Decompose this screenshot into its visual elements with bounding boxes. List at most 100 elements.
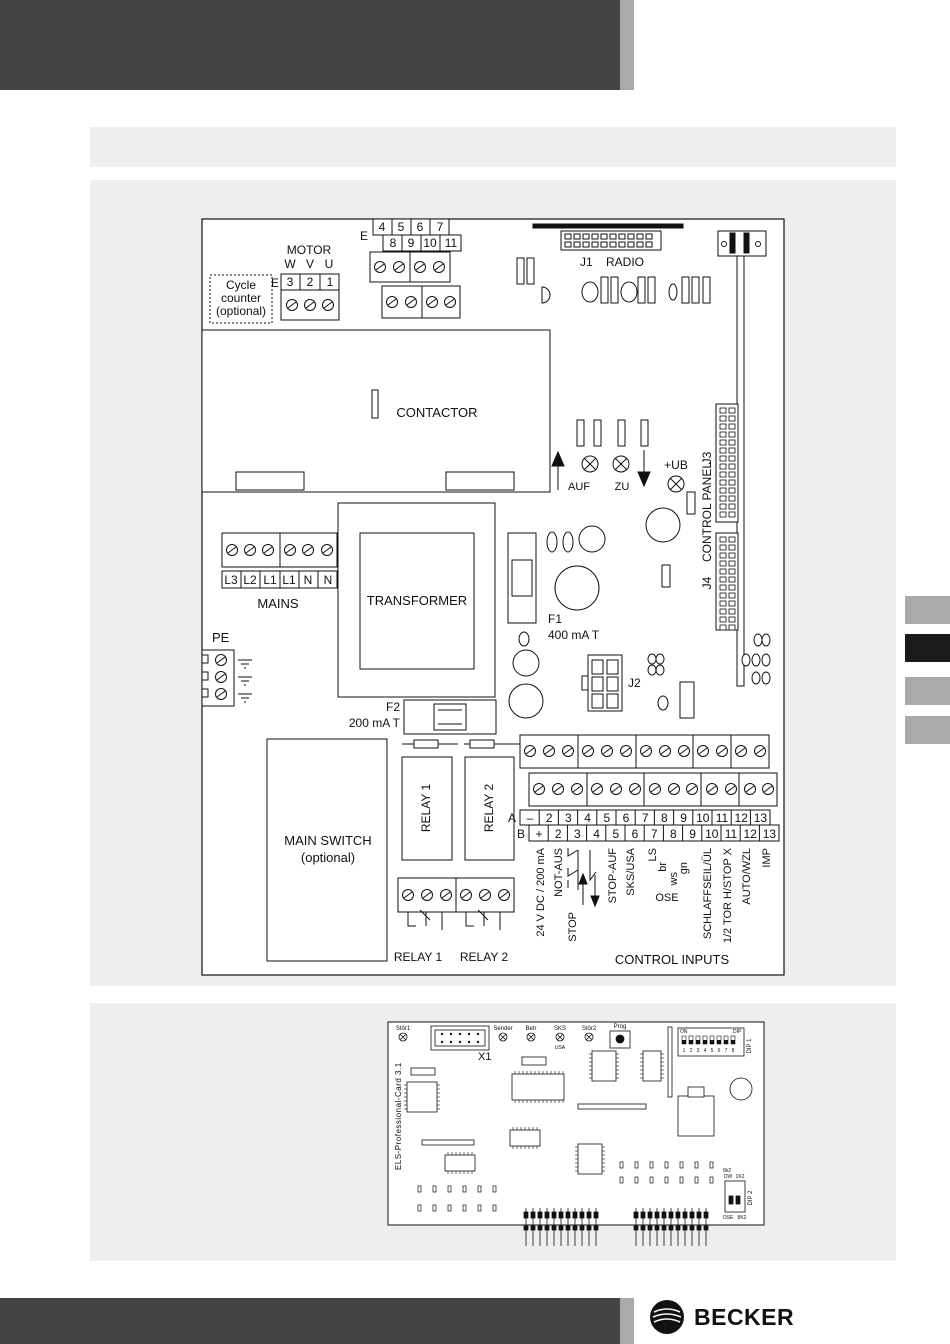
dip2-1k2: 1K2 [736,1174,745,1180]
prog-label: Prog [614,1024,627,1030]
dip1-number: 4 [704,1048,707,1054]
fuse-f2 [403,699,497,735]
right-header-connector [717,230,767,687]
j3-pin [728,503,736,510]
j4-pin [728,536,736,543]
header-pin-collar [647,1225,653,1231]
header-pin-collar [530,1225,536,1231]
chapter-tab-3[interactable] [905,677,950,705]
input-label-schlaffseil: SCHLAFFSEIL/ÜL [702,848,714,939]
f1-rating: 400 mA T [548,628,600,642]
card-pad [417,1204,422,1212]
x1-pin [467,1032,471,1036]
input-label-auto-wzl: AUTO/WZL [741,848,753,905]
j3-pin [719,503,727,510]
relay2-label: RELAY 2 [460,950,509,964]
input-label-gn: gn [678,862,690,874]
j4-pin [728,568,736,575]
j4-pin [719,576,727,583]
pe-terminal-block [201,649,252,707]
prog-button[interactable] [609,1030,631,1049]
led-label-betr: Betr [525,1026,536,1032]
card-name: ELS-Professional-Card 3.1 [394,1062,403,1170]
header-pin-collar [703,1225,709,1231]
card-pad [447,1185,452,1193]
motor-phase-v: V [306,257,314,271]
row-a-terminal: 7 [642,811,649,825]
dip1-switch-knob [689,1040,693,1044]
chapter-tab-4[interactable] [905,716,950,744]
dip1-number: 6 [718,1048,721,1054]
fuse-f1-area [507,525,606,719]
header-pin-collar [633,1225,639,1231]
j4-pin [719,608,727,615]
card-pad [477,1185,482,1193]
f2-rating: 200 mA T [349,716,401,730]
card-pad [477,1204,482,1212]
card-pad [694,1161,699,1169]
j3-pin [728,463,736,470]
footer-bar [0,1298,620,1344]
j3-pin [719,495,727,502]
dip1-on: ON [680,1029,688,1035]
header-pin-collar [661,1211,667,1219]
header-pin-collar [572,1211,578,1219]
header-pin-collar [633,1211,639,1219]
x1-pin [458,1032,462,1036]
input-label-stop-auf: STOP-AUF [607,848,619,904]
row-b-terminal: 3 [574,827,581,841]
j3-pin [728,495,736,502]
motor-e-label: E [271,276,279,290]
j4-pin [728,576,736,583]
row-a-terminal: 4 [584,811,591,825]
cycle-counter-line3: (optional) [216,304,266,318]
x1-pin [440,1032,444,1036]
j3-pin [728,431,736,438]
header-pin-collar [675,1211,681,1219]
chapter-tab-2-active[interactable] [905,634,950,662]
header-pin-collar [661,1225,667,1231]
header-pin-collar [689,1225,695,1231]
input-label-24vdc: 24 V DC / 200 mA [535,847,547,936]
cycle-counter-box [209,274,273,324]
j4-pin [719,544,727,551]
j4-pin [728,600,736,607]
j4-pin [719,568,727,575]
j4-label: J4 [700,576,714,589]
mains-terminal-n2: N [324,573,333,587]
row-a-terminal: 11 [716,811,729,825]
row-b-terminal: 4 [593,827,600,841]
input-label-not-aus: NOT-AUS [553,848,565,897]
dip1-switch-knob [724,1040,728,1044]
header-pin-collar [523,1211,529,1219]
row-a-terminal: 9 [680,811,687,825]
misc-components-right [645,491,771,719]
dip1-number: 5 [711,1048,714,1054]
x1-pin [476,1032,480,1036]
e-top-terminal-1: 4 [379,220,386,234]
led-label-stoer2: Stör2 [582,1026,597,1032]
x1-pin [458,1040,462,1044]
j4-pin [719,560,727,567]
brand-name: BECKER [694,1303,795,1330]
row-b-terminal: 8 [670,827,677,841]
zu-label: ZU [615,481,630,493]
chapter-tab-1[interactable] [905,596,950,624]
card-pad [634,1176,639,1184]
card-pad [447,1204,452,1212]
ub-label: +UB [664,458,688,472]
j1-label: J1 [580,255,593,269]
j3-pin [728,479,736,486]
input-label-ws: ws [668,872,680,887]
j3-pin [719,423,727,430]
j4-pin [719,616,727,623]
j4-pin [728,624,736,631]
card-pad [649,1161,654,1169]
e-bottom-terminal-2: 9 [408,236,415,250]
card-pad [619,1176,624,1184]
dip-switch-2[interactable] [724,1180,746,1213]
j4-pin [719,584,727,591]
row-a-terminal: 3 [565,811,572,825]
dip2-8k2-top: 8k2 [723,1168,731,1174]
